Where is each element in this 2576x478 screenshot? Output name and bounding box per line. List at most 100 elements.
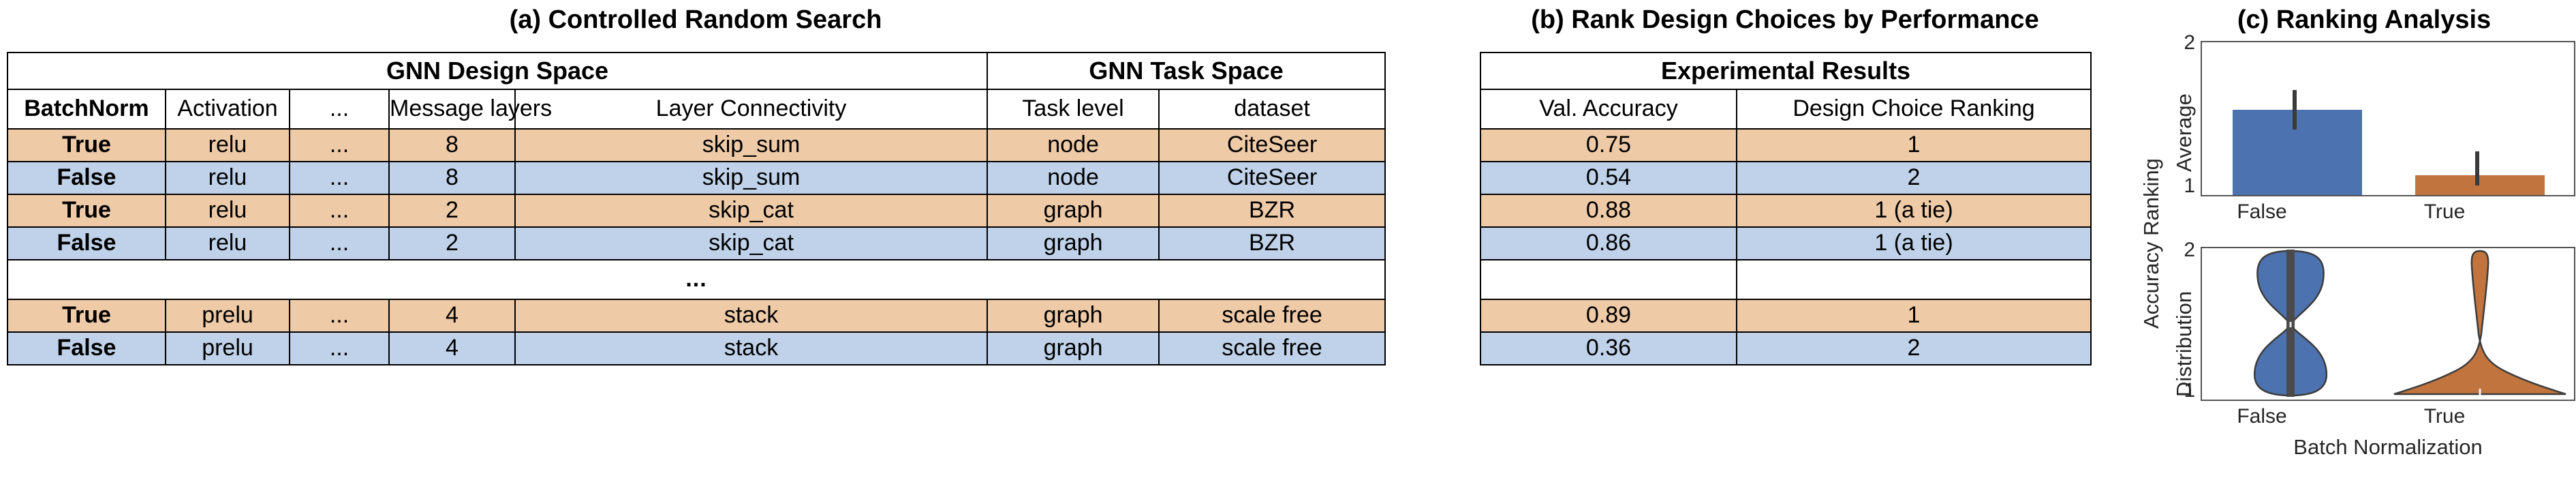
cell-ranking: 1 (a tie) <box>1735 226 2092 260</box>
violin-true <box>2393 250 2566 395</box>
panel-a-title: (a) Controlled Random Search <box>509 5 882 34</box>
cell-task-level: node <box>987 161 1160 195</box>
cell-ranking: 1 <box>1735 128 2092 162</box>
cell-batchnorm: False <box>7 226 166 260</box>
cell-activation: relu <box>165 161 290 195</box>
column-header-dataset: dataset <box>1158 89 1386 130</box>
panel-b-title: (b) Rank Design Choices by Performance <box>1531 5 2039 34</box>
table-row: 0.88 1 (a tie) <box>1480 194 2092 228</box>
x-axis-label-batch-normalization: Batch Normalization <box>2293 435 2483 459</box>
table-row: True prelu ... 4 stack graph scale free <box>7 299 1386 333</box>
cell-ellipsis: ... <box>289 194 390 228</box>
column-header-activation: Activation <box>165 89 290 130</box>
cell-batchnorm: False <box>7 161 166 195</box>
bar-xtick-true: True <box>2423 200 2466 223</box>
cell-val-accuracy: 0.88 <box>1480 194 1737 228</box>
cell-ellipsis: ... <box>289 299 390 333</box>
cell-ellipsis: ... <box>289 226 390 260</box>
cell-activation: relu <box>165 194 290 228</box>
cell-layer-connectivity: skip_sum <box>514 161 989 195</box>
cell-message-layers: 4 <box>388 299 516 333</box>
table-row: True relu ... 2 skip_cat graph BZR <box>7 194 1386 228</box>
violin-ytick-1: 1 <box>2184 379 2195 402</box>
cell-task-level: node <box>987 128 1160 162</box>
cell-dataset: scale free <box>1158 331 1386 365</box>
panel-c-title: (c) Ranking Analysis <box>2237 5 2492 34</box>
cell-layer-connectivity: stack <box>514 331 989 365</box>
cell-dataset: CiteSeer <box>1158 161 1386 195</box>
cell-batchnorm: False <box>7 331 166 365</box>
column-header-batchnorm: BatchNorm <box>7 89 166 130</box>
cell-layer-connectivity: skip_cat <box>514 226 989 260</box>
cell-batchnorm: True <box>7 128 166 162</box>
cell-ranking: 2 <box>1735 331 2092 365</box>
cell-ellipsis: ... <box>289 128 390 162</box>
cell-batchnorm: True <box>7 194 166 228</box>
cell-val-accuracy-empty <box>1480 259 1737 300</box>
cell-layer-connectivity: stack <box>514 299 989 333</box>
violin-xtick-true: True <box>2423 405 2466 428</box>
cell-activation: prelu <box>165 299 290 333</box>
table-row: True relu ... 8 skip_sum node CiteSeer <box>7 128 1386 162</box>
table-b-group-header-row: Experimental Results <box>1479 52 2092 90</box>
cell-val-accuracy: 0.89 <box>1480 299 1737 333</box>
cell-message-layers: 4 <box>388 331 516 365</box>
column-header-ellipsis: ... <box>289 89 390 130</box>
cell-val-accuracy: 0.86 <box>1480 226 1737 260</box>
bar-xtick-false: False <box>2237 200 2287 223</box>
column-header-task-level: Task level <box>987 89 1160 130</box>
cell-dataset: BZR <box>1158 226 1386 260</box>
error-bar-true <box>2475 151 2479 185</box>
cell-dataset: BZR <box>1158 194 1386 228</box>
cell-ranking-empty <box>1735 259 2092 300</box>
cell-batchnorm: True <box>7 299 166 333</box>
y-axis-label-average: Average <box>2172 93 2196 172</box>
table-row: False prelu ... 4 stack graph scale free <box>7 331 1386 365</box>
column-header-val-accuracy: Val. Accuracy <box>1480 89 1737 130</box>
cell-val-accuracy: 0.36 <box>1480 331 1737 365</box>
cell-activation: prelu <box>165 331 290 365</box>
cell-task-level: graph <box>987 299 1160 333</box>
cell-ranking: 1 <box>1735 299 2092 333</box>
table-row: 0.54 2 <box>1480 161 2092 195</box>
cell-task-level: graph <box>987 194 1160 228</box>
cell-task-level: graph <box>987 331 1160 365</box>
cell-activation: relu <box>165 226 290 260</box>
table-a-group-header-row: GNN Design Space GNN Task Space <box>6 52 1386 90</box>
y-axis-label-accuracy-ranking: Accuracy Ranking <box>2139 158 2163 329</box>
bar-true[interactable] <box>2415 175 2545 195</box>
cell-ranking: 1 (a tie) <box>1735 194 2092 228</box>
cell-ranking: 2 <box>1735 161 2092 195</box>
violin-xtick-false: False <box>2237 405 2287 428</box>
controlled-random-search-table: GNN Design Space GNN Task Space BatchNor… <box>6 52 1386 365</box>
cell-val-accuracy: 0.54 <box>1480 161 1737 195</box>
table-row: False relu ... 2 skip_cat graph BZR <box>7 226 1386 260</box>
column-header-message-layers: Message layers <box>388 89 552 130</box>
table-row: 0.36 2 <box>1480 331 2092 365</box>
cell-message-layers: 8 <box>388 161 516 195</box>
cell-ellipsis: ... <box>289 331 390 365</box>
cell-task-level: graph <box>987 226 1160 260</box>
cell-message-layers: 8 <box>388 128 516 162</box>
group-header-design-space: GNN Design Space <box>6 52 989 90</box>
table-row-empty <box>1480 259 2092 300</box>
cell-message-layers: 2 <box>388 194 516 228</box>
table-row: 0.89 1 <box>1480 299 2092 333</box>
cell-ellipsis: ... <box>289 161 390 195</box>
bar-false[interactable] <box>2233 110 2362 195</box>
group-header-experimental-results: Experimental Results <box>1479 52 2092 90</box>
cell-dataset: scale free <box>1158 299 1386 333</box>
cell-message-layers: 2 <box>388 226 516 260</box>
cell-val-accuracy: 0.75 <box>1480 128 1737 162</box>
bar-ytick-2: 2 <box>2184 31 2195 54</box>
table-row-ellipsis: ... <box>6 259 1386 300</box>
table-b-column-header-row: Val. Accuracy Design Choice Ranking <box>1480 89 2092 130</box>
cell-layer-connectivity: skip_sum <box>514 128 989 162</box>
column-header-design-choice-ranking: Design Choice Ranking <box>1735 89 2092 130</box>
table-row: False relu ... 8 skip_sum node CiteSeer <box>7 161 1386 195</box>
cell-layer-connectivity: skip_cat <box>514 194 989 228</box>
error-bar-false <box>2293 90 2297 130</box>
bar-chart-plot-area <box>2201 41 2575 196</box>
bar-ytick-1: 1 <box>2184 175 2195 197</box>
